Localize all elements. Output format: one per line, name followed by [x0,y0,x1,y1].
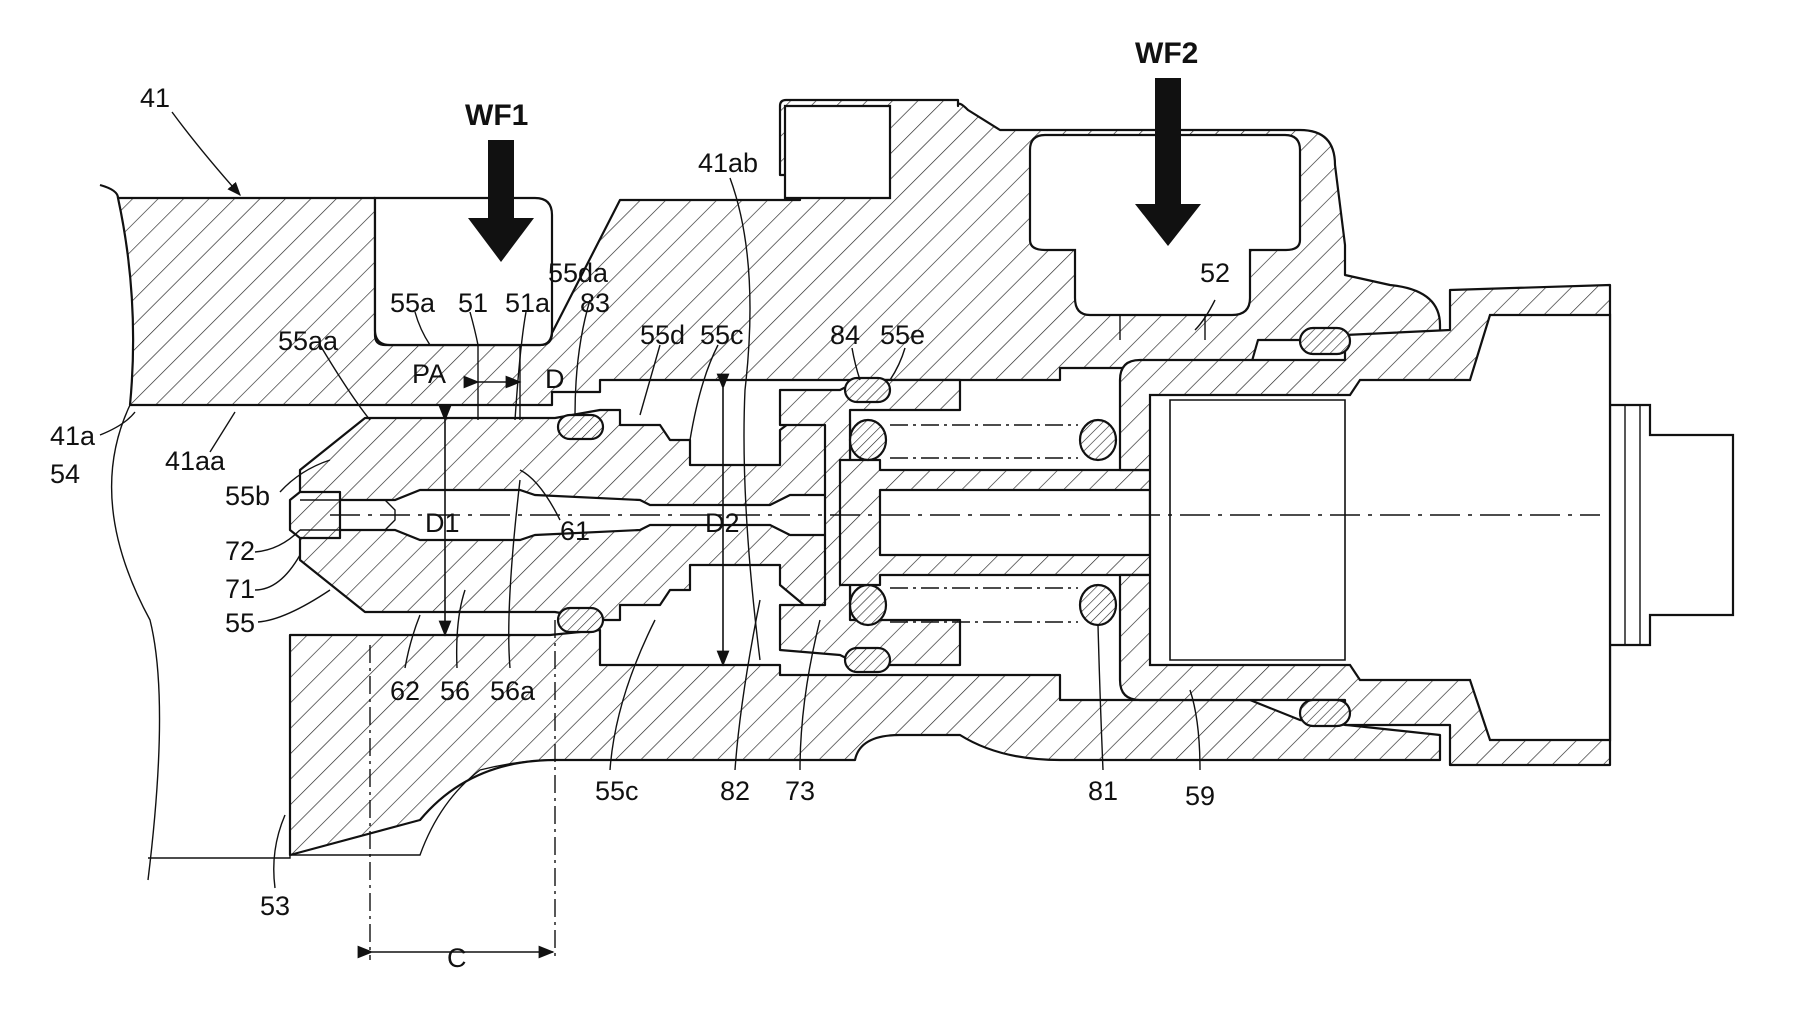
label-55da: 55da [548,258,609,288]
label-41ab: 41ab [698,148,758,178]
label-wf1: WF1 [465,99,528,132]
label-54: 54 [50,459,80,489]
label-55c-bottom: 55c [595,776,639,806]
label-71: 71 [225,574,255,604]
label-84: 84 [830,320,860,350]
label-41: 41 [140,83,170,113]
label-62: 62 [390,676,420,706]
label-55aa: 55aa [278,326,339,356]
seal-83-lower [558,608,603,632]
label-51: 51 [458,288,488,318]
label-41aa: 41aa [165,446,226,476]
label-D2: D2 [705,508,740,538]
label-56: 56 [440,676,470,706]
label-72: 72 [225,536,255,566]
label-83: 83 [580,288,610,318]
seal-cap-upper [1300,328,1350,354]
label-55: 55 [225,608,255,638]
label-61: 61 [560,516,590,546]
label-53: 53 [260,891,290,921]
label-59: 59 [1185,781,1215,811]
seal-cap-lower [1300,700,1350,726]
label-55b: 55b [225,481,270,511]
housing-tab [785,106,890,198]
label-82: 82 [720,776,750,806]
label-55c-top: 55c [700,320,744,350]
label-52: 52 [1200,258,1230,288]
label-81: 81 [1088,776,1118,806]
label-41a: 41a [50,421,96,451]
label-wf2: WF2 [1135,37,1198,70]
label-51a: 51a [505,288,551,318]
label-D: D [545,364,565,394]
seal-84-upper [845,378,890,402]
spring-81 [850,420,1116,625]
seal-84-lower [845,648,890,672]
spring-seat-82 [840,460,1160,585]
label-55e: 55e [880,320,925,350]
label-55d: 55d [640,320,685,350]
label-73: 73 [785,776,815,806]
label-C: C [447,943,467,973]
label-55a: 55a [390,288,436,318]
label-56a: 56a [490,676,536,706]
label-D1: D1 [425,508,460,538]
plug [1170,400,1345,660]
seal-83-upper [558,415,603,439]
label-PA: PA [412,359,446,389]
